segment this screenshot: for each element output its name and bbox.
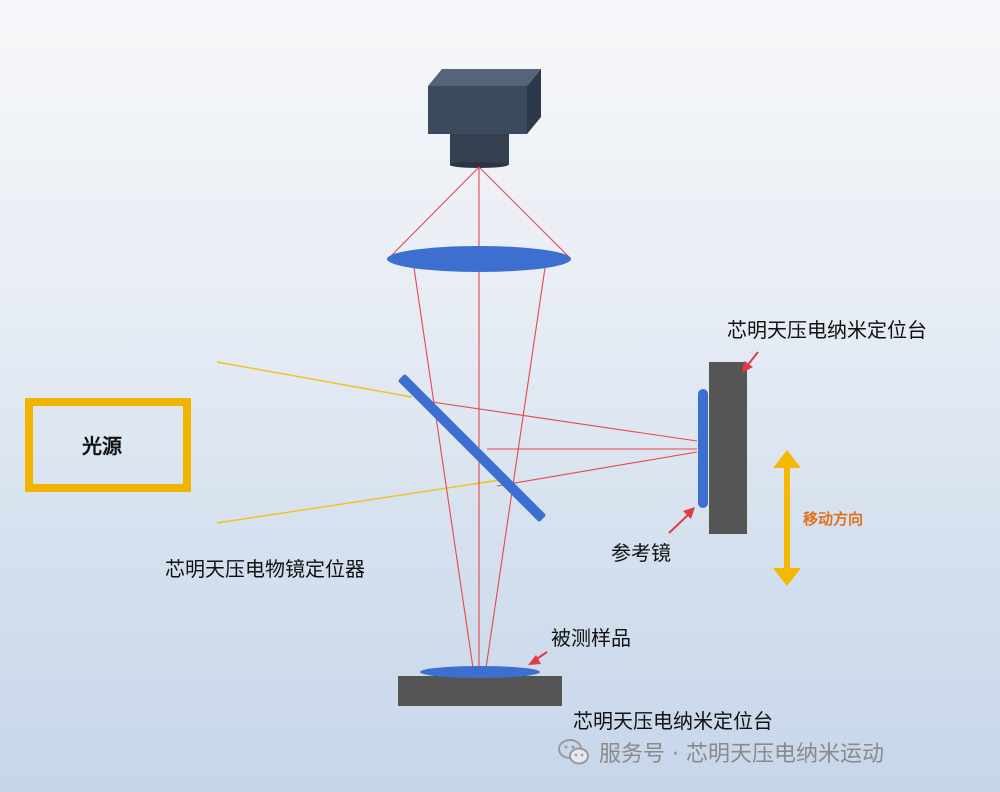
reference-mirror-label: 参考镜 (611, 541, 671, 565)
watermark: 服务号 · 芯明天压电纳米运动 (557, 734, 884, 770)
move-direction-label: 移动方向 (803, 510, 864, 528)
sample (420, 666, 540, 678)
sample-stage-label: 芯明天压电纳米定位台 (573, 709, 773, 733)
reference-stage-label: 芯明天压电纳米定位台 (727, 318, 927, 342)
objective-positioner-label: 芯明天压电物镜定位器 (165, 557, 365, 581)
reference-stage (709, 362, 747, 534)
beam-splitter (398, 374, 546, 522)
watermark-text: 服务号 · 芯明天压电纳米运动 (599, 742, 884, 767)
reference-mirror (698, 389, 708, 508)
objective-lens (387, 246, 571, 272)
sample-label: 被测样品 (551, 626, 631, 650)
pointer-arrows (528, 351, 759, 665)
light-source-label: 光源 (82, 434, 122, 458)
input-light-rays (216, 361, 501, 524)
camera (428, 69, 541, 168)
light-source-box (25, 398, 191, 492)
wechat-icon (558, 739, 589, 765)
sample-stage (398, 676, 562, 706)
beam-paths (387, 166, 698, 669)
move-direction-arrow (773, 450, 801, 586)
